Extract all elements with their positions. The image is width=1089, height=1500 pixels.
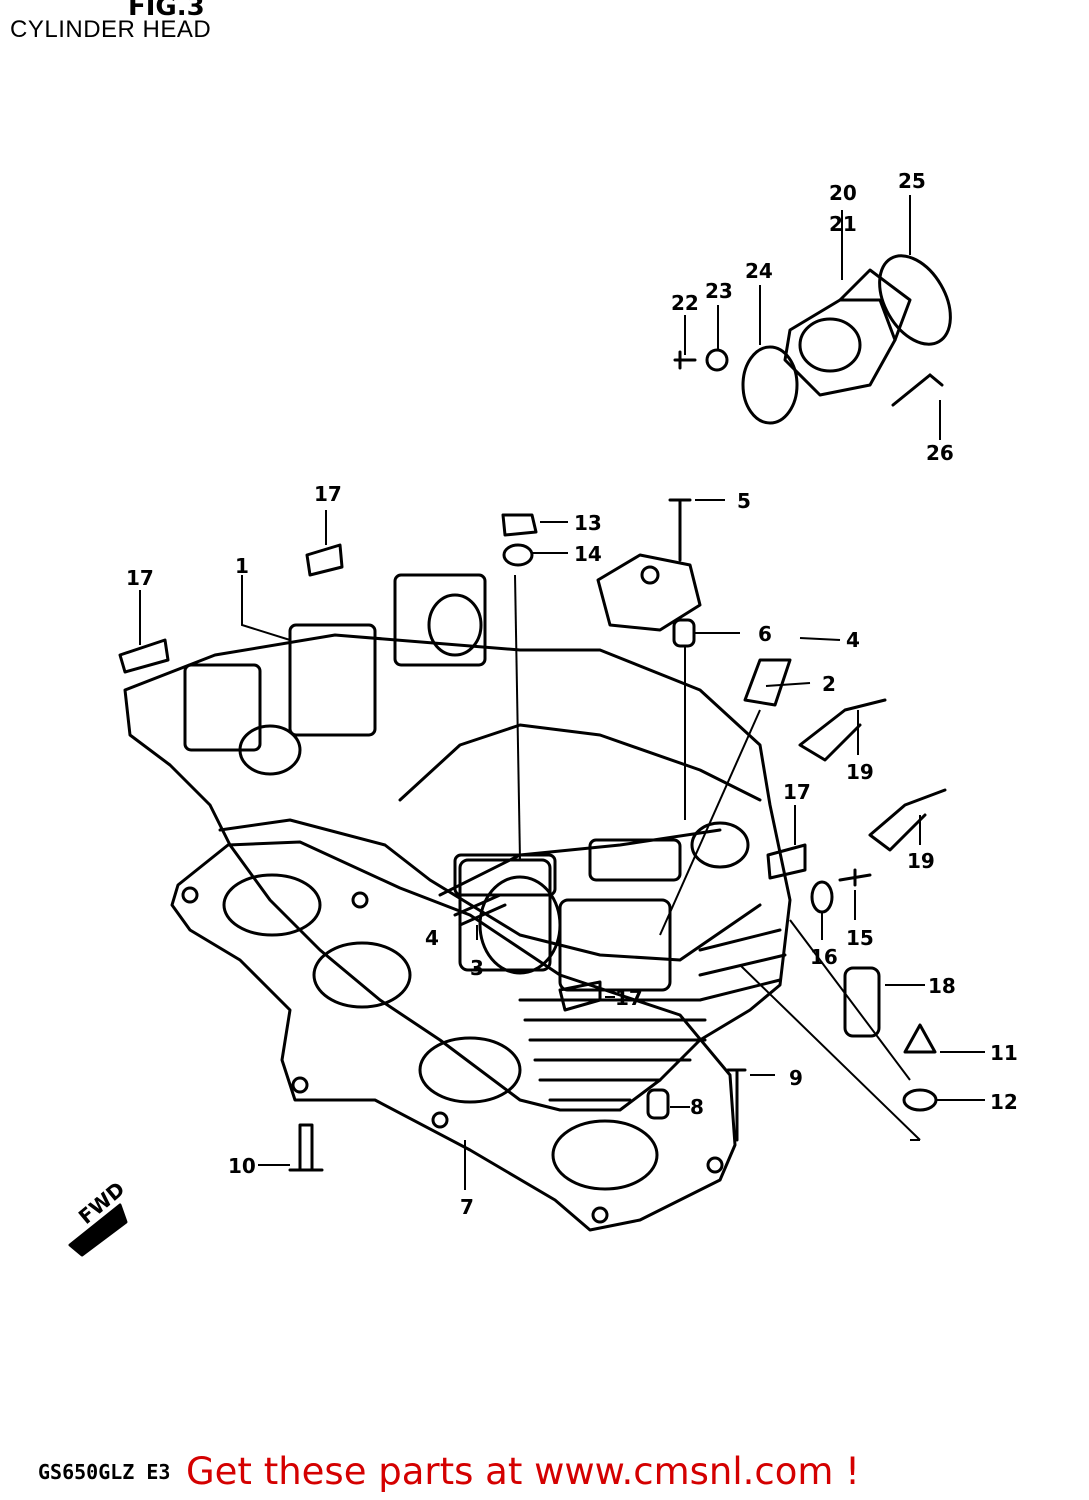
callout-17: 17 [314, 482, 342, 506]
callout-23: 23 [705, 279, 733, 303]
callout-4: 4 [425, 926, 439, 950]
plug-2 [743, 658, 792, 707]
callout-17: 17 [783, 780, 811, 804]
callout-25: 25 [898, 169, 926, 193]
washer-23 [705, 348, 729, 372]
intake-pipe [783, 268, 912, 397]
callout-17: 17 [126, 566, 154, 590]
figure-number: FIG.3 [128, 0, 205, 22]
forward-arrow [68, 1203, 128, 1257]
oil-seal-17-right [766, 843, 807, 880]
screw-22 [673, 350, 697, 370]
spark-plug-19-upper [798, 698, 887, 762]
callout-15: 15 [846, 926, 874, 950]
callout-18: 18 [928, 974, 956, 998]
callout-20: 20 [829, 181, 857, 205]
callout-7: 7 [460, 1195, 474, 1219]
head-gasket [170, 840, 737, 1232]
bolt-15 [838, 868, 872, 887]
clamp-screw-26 [891, 373, 944, 407]
hose-clamp [878, 254, 952, 346]
spark-plug-19-lower [868, 788, 947, 852]
callout-13: 13 [574, 511, 602, 535]
callout-19: 19 [907, 849, 935, 873]
callout-2: 2 [822, 672, 836, 696]
washer-12 [902, 1088, 938, 1112]
washer-14 [502, 543, 534, 567]
dowel-pin-6 [672, 618, 696, 648]
oil-seal-17-bottom [558, 980, 602, 1012]
callout-11: 11 [990, 1041, 1018, 1065]
callout-21: 21 [829, 212, 857, 236]
callout-16: 16 [810, 945, 838, 969]
callout-6: 6 [758, 622, 772, 646]
callout-4: 4 [846, 628, 860, 652]
bolt-5 [668, 498, 692, 562]
valve-adjuster-3 [453, 893, 507, 927]
oil-seal-17-left [118, 638, 170, 674]
callout-14: 14 [574, 542, 602, 566]
cap-nut-11 [903, 1023, 937, 1054]
callout-19: 19 [846, 760, 874, 784]
callout-3: 3 [470, 956, 484, 980]
bolt-10 [288, 1123, 324, 1172]
cylinder-head [123, 573, 792, 1112]
callout-10: 10 [228, 1154, 256, 1178]
callout-12: 12 [990, 1090, 1018, 1114]
callout-5: 5 [737, 489, 751, 513]
bolt-9 [726, 1068, 747, 1142]
intake-o-ring [741, 345, 799, 425]
callout-17: 17 [615, 986, 643, 1010]
dowel-8 [646, 1088, 670, 1120]
oil-seal-17-top [305, 543, 344, 577]
cam-cap [596, 553, 702, 632]
callout-24: 24 [745, 259, 773, 283]
cap-18 [843, 966, 881, 1038]
promo-link-text[interactable]: Get these parts at www.cmsnl.com ! [186, 1450, 861, 1493]
cap-nut-13 [501, 513, 538, 537]
callout-26: 26 [926, 441, 954, 465]
callout-1: 1 [235, 554, 249, 578]
callout-8: 8 [690, 1095, 704, 1119]
diagram-title: CYLINDER HEAD [10, 16, 212, 43]
callout-22: 22 [671, 291, 699, 315]
model-code: GS650GLZ E3 [38, 1460, 171, 1484]
callout-9: 9 [789, 1066, 803, 1090]
washer-16 [810, 880, 834, 914]
